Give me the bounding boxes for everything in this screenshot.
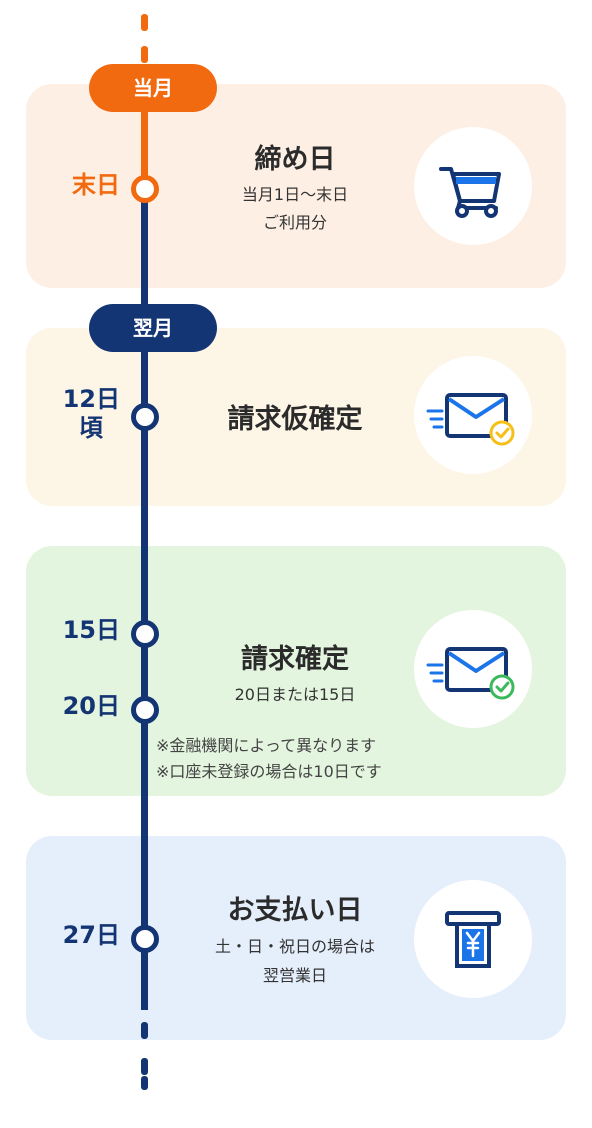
closing-date-subtitle-2: ご利用分 <box>262 213 327 232</box>
pill-next-month: 翌月 <box>89 304 217 352</box>
timeline-node-15th <box>131 620 159 648</box>
date-label-20th: 20日 <box>62 692 120 720</box>
closing-date-title: 締め日 <box>254 144 336 175</box>
timeline-dash-bottom-3 <box>141 1076 148 1090</box>
billing-confirmed-title: 請求確定 <box>241 644 349 675</box>
provisional-billing-title: 請求仮確定 <box>227 404 363 435</box>
timeline-dash-bottom-2 <box>141 1058 148 1075</box>
timeline-node-end-of-month <box>131 175 159 203</box>
timeline-node-12th <box>131 403 159 431</box>
timeline-dash-top-2 <box>141 46 148 63</box>
email-confirmed-icon <box>414 610 532 728</box>
date-label-15th: 15日 <box>62 616 120 644</box>
billing-note-2: ※口座未登録の場合は10日です <box>156 762 382 781</box>
email-pending-icon <box>414 356 532 474</box>
closing-date-subtitle-1: 当月1日〜末日 <box>241 185 349 204</box>
yen-withdrawal-icon <box>414 880 532 998</box>
timeline-line-next-month <box>141 188 148 1010</box>
payment-date-subtitle-1: 土・日・祝日の場合は <box>214 937 375 956</box>
pill-current-month: 当月 <box>89 64 217 112</box>
timeline-node-20th <box>131 696 159 724</box>
payment-date-subtitle-2: 翌営業日 <box>262 966 327 985</box>
billing-note-1: ※金融機関によって異なります <box>156 736 377 755</box>
date-label-27th: 27日 <box>62 921 120 949</box>
timeline-dash-bottom-1 <box>141 1022 148 1039</box>
timeline-line-current-month <box>141 108 148 188</box>
billing-confirmed-subtitle: 20日または15日 <box>234 685 356 704</box>
date-label-end-of-month: 末日 <box>72 171 120 199</box>
date-label-approx: 頃 <box>79 414 103 442</box>
date-label-12th: 12日 <box>62 385 120 413</box>
timeline-dash-top-1 <box>141 14 148 31</box>
shopping-cart-icon <box>414 127 532 245</box>
payment-date-title: お支払い日 <box>227 895 363 926</box>
timeline-node-27th <box>131 925 159 953</box>
